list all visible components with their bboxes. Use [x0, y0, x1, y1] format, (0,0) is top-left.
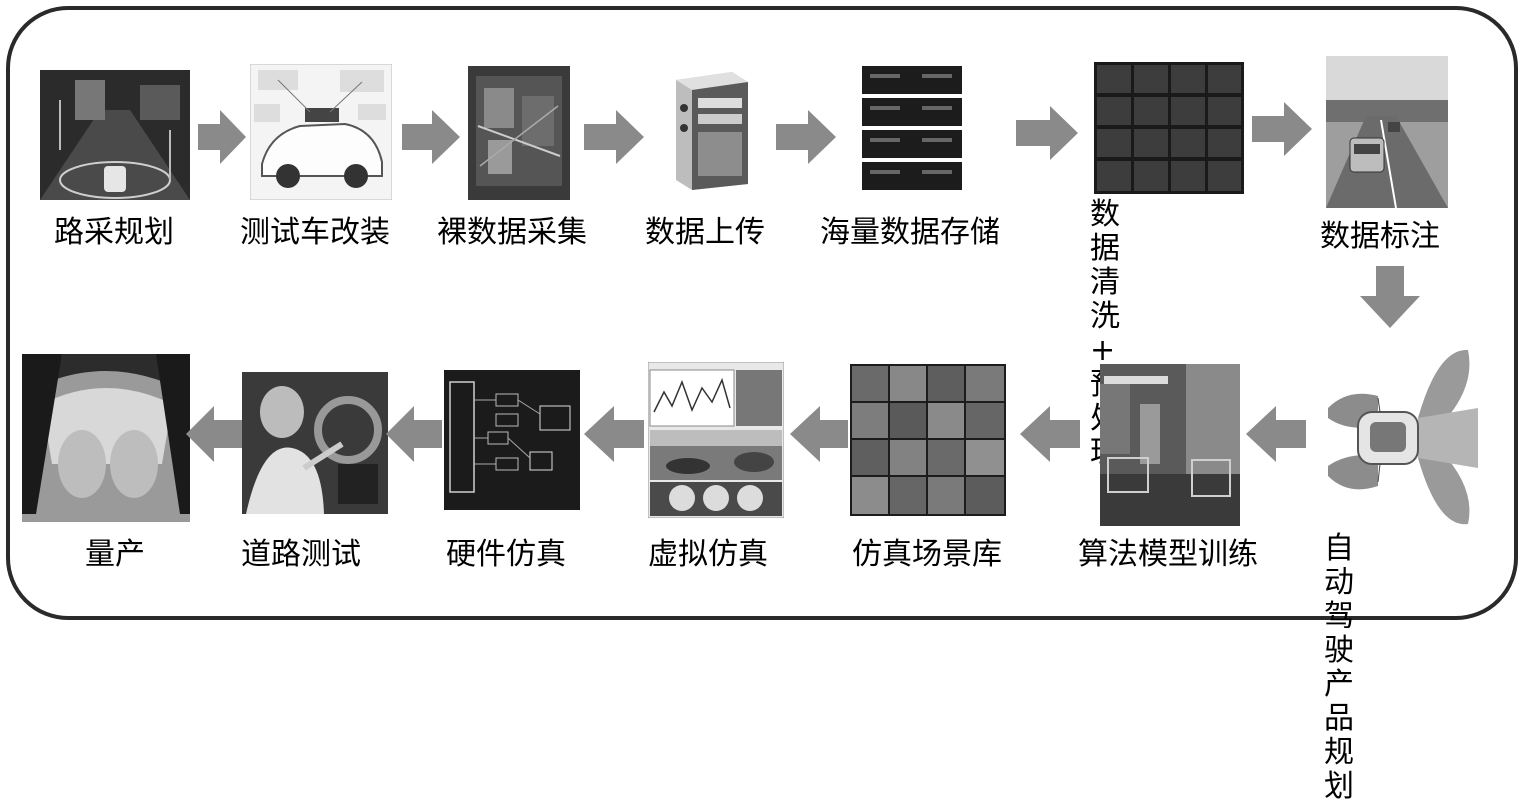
step-label: 道路测试	[241, 537, 361, 572]
model-detection-image	[1100, 364, 1240, 526]
arrow-right-icon	[1252, 102, 1312, 156]
scenario-grid-image	[850, 364, 1006, 516]
storage-device-image	[672, 68, 750, 192]
arrow-left-icon	[1246, 406, 1306, 462]
vehicle-interior-image	[22, 354, 190, 522]
step-label: 海量数据存储	[820, 215, 1000, 250]
arrow-down-icon	[1360, 266, 1420, 328]
step-label: 裸数据采集	[437, 215, 587, 250]
arrow-left-icon	[1020, 406, 1080, 462]
step-label: 自动驾驶 产品规划	[1324, 531, 1354, 804]
hil-schematic-image	[444, 370, 580, 510]
step-label: 硬件仿真	[446, 537, 566, 572]
step-label: 仿真场景库	[852, 537, 1002, 572]
arrow-right-icon	[1016, 106, 1078, 160]
driver-in-cockpit-image	[242, 372, 388, 514]
data-collection-image	[468, 66, 570, 200]
arrow-right-icon	[584, 110, 644, 164]
image-grid-thumbnail	[1094, 62, 1244, 194]
simulator-screen-image	[648, 362, 784, 518]
step-label: 虚拟仿真	[648, 537, 768, 572]
arrow-left-icon	[584, 406, 644, 462]
test-vehicle-image	[250, 64, 392, 200]
step-label: 算法模型训练	[1078, 537, 1258, 572]
arrow-right-icon	[402, 110, 460, 164]
diagram-frame	[6, 6, 1518, 620]
arrow-left-icon	[186, 406, 242, 462]
storage-array-image	[862, 64, 962, 194]
step-label: 数据上传	[645, 215, 765, 250]
step-label: 量产	[85, 537, 145, 572]
vehicle-sensor-layout-image	[1318, 348, 1478, 528]
arrow-right-icon	[198, 110, 246, 164]
route-planning-image	[40, 70, 190, 200]
arrow-left-icon	[386, 406, 442, 462]
arrow-right-icon	[776, 110, 836, 164]
step-label: 测试车改装	[240, 215, 390, 250]
road-annotation-image	[1326, 56, 1448, 208]
step-label: 数据标注	[1320, 219, 1440, 254]
step-label: 路采规划	[54, 215, 174, 250]
arrow-left-icon	[790, 406, 848, 462]
